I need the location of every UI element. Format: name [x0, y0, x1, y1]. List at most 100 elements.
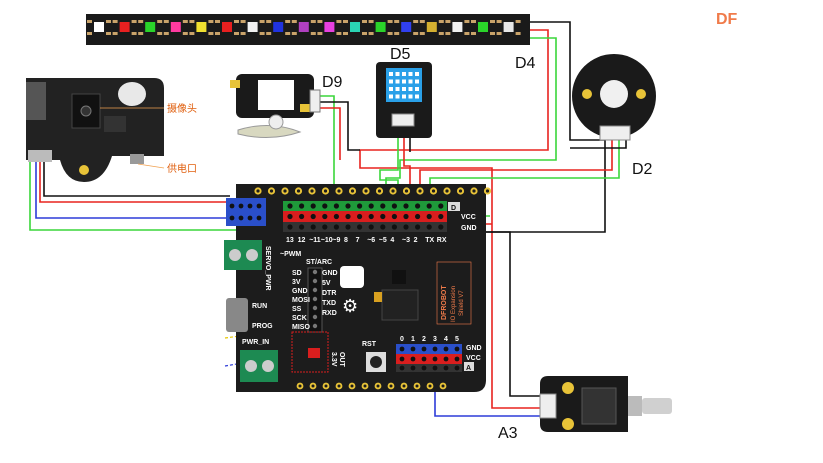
spi-pin — [312, 296, 318, 302]
led-pad — [131, 20, 137, 23]
round-sensor-mount-hole — [582, 89, 592, 99]
shield-edge-holes — [254, 187, 492, 390]
pot-body — [581, 387, 617, 425]
led-cell — [170, 22, 181, 32]
d5-label: D5 — [390, 46, 411, 63]
digital-pin-label: ~6 — [367, 237, 375, 244]
led-pad — [285, 20, 291, 23]
digital-pin-label: ~11 — [309, 237, 321, 244]
shield-edge-hole-center — [364, 189, 368, 193]
digital-pin — [357, 203, 363, 209]
led-cell — [401, 22, 412, 32]
led-cell — [298, 22, 309, 32]
camera-lens — [80, 105, 92, 117]
uart-header-pin — [238, 203, 244, 209]
led-pad — [445, 32, 451, 35]
led-pad — [387, 32, 393, 35]
led-pad — [106, 32, 111, 35]
shield-edge-hole-center — [472, 189, 476, 193]
digital-pin-label: ~3 — [402, 237, 410, 244]
spi-pin — [312, 287, 318, 293]
uart-header-pin — [247, 203, 253, 209]
led-pad — [266, 20, 272, 23]
led-pad — [138, 32, 144, 35]
led-pad — [394, 20, 400, 23]
uart-header — [226, 198, 266, 226]
led-pad — [112, 32, 118, 35]
gear-icon: ⚙ — [342, 296, 358, 317]
wire-d2-black-1 — [470, 140, 606, 233]
uart-header-pin — [229, 203, 235, 209]
shield-name-box — [436, 261, 472, 325]
led-cell — [119, 22, 130, 32]
led-pad — [138, 20, 144, 23]
led-cell — [196, 22, 207, 32]
pwr-in-label: PWR_IN — [242, 339, 269, 346]
servo-pwr-label: SERVO_PWR — [264, 246, 271, 291]
analog-pin-label: 5 — [455, 336, 459, 343]
led-cell — [222, 22, 232, 32]
sensor-vent — [408, 72, 413, 76]
analog-pin — [432, 365, 438, 371]
digital-pin — [345, 224, 351, 230]
digital-pin — [426, 224, 432, 230]
shield-edge-hole-center — [311, 384, 315, 388]
digital-pin — [403, 224, 409, 230]
sensor-vent — [415, 94, 419, 99]
power-port-label: 供电口 — [167, 162, 197, 175]
sensor-vent — [395, 79, 400, 84]
led-pad — [87, 20, 92, 23]
analog-pin-label: 2 — [422, 336, 426, 343]
uart-header-pin — [229, 215, 235, 221]
shield-edge-hole-center — [323, 189, 328, 193]
shield-edge-hole-center — [418, 189, 422, 193]
led-pad — [515, 20, 521, 23]
run-label: RUN — [252, 303, 267, 310]
analog-pin — [454, 365, 460, 371]
led-cell — [375, 22, 386, 32]
a3-label: A3 — [498, 425, 518, 442]
analog-header-red — [396, 354, 462, 364]
digital-pin-label: TX — [425, 237, 434, 244]
digital-pin — [391, 213, 397, 220]
dfrobot-logo — [340, 266, 364, 288]
spi-pin — [312, 269, 318, 275]
digital-pin — [287, 213, 293, 220]
digital-pin — [403, 213, 409, 220]
led-cell — [478, 22, 488, 32]
analog-pin — [399, 356, 405, 362]
shield-edge-hole-center — [431, 189, 436, 193]
digital-pin — [357, 213, 363, 220]
spi-pin-label: MOSI — [292, 297, 310, 304]
shield-edge-hole-center — [324, 384, 328, 388]
digital-pins — [287, 203, 444, 230]
gold-component — [374, 292, 382, 302]
digital-header-green — [283, 201, 447, 211]
analog-pin — [432, 356, 438, 362]
digital-pin — [391, 203, 397, 209]
led-pad — [234, 32, 239, 35]
sensor-vent — [402, 87, 406, 91]
uart-header-pin — [247, 215, 253, 221]
led-pad — [496, 20, 502, 23]
spi-pin-label: 3V — [292, 279, 301, 286]
digital-pin — [299, 213, 305, 220]
gnd-label: GND — [461, 225, 477, 232]
servo-tab-right — [300, 104, 310, 112]
servo-motor: D9 — [230, 74, 343, 138]
prog-label: PROG — [252, 323, 273, 330]
d9-label: D9 — [322, 74, 343, 91]
wire-pot-black — [470, 231, 540, 397]
sensor-grid — [389, 72, 419, 99]
led-pad — [413, 32, 419, 35]
digital-pin — [333, 203, 339, 209]
digital-pin — [287, 224, 293, 230]
spi-pin-label: MISO — [292, 324, 310, 331]
led-pad — [490, 20, 495, 23]
led-pad — [285, 32, 291, 35]
led-pad — [419, 20, 425, 23]
led-pad — [240, 20, 246, 23]
